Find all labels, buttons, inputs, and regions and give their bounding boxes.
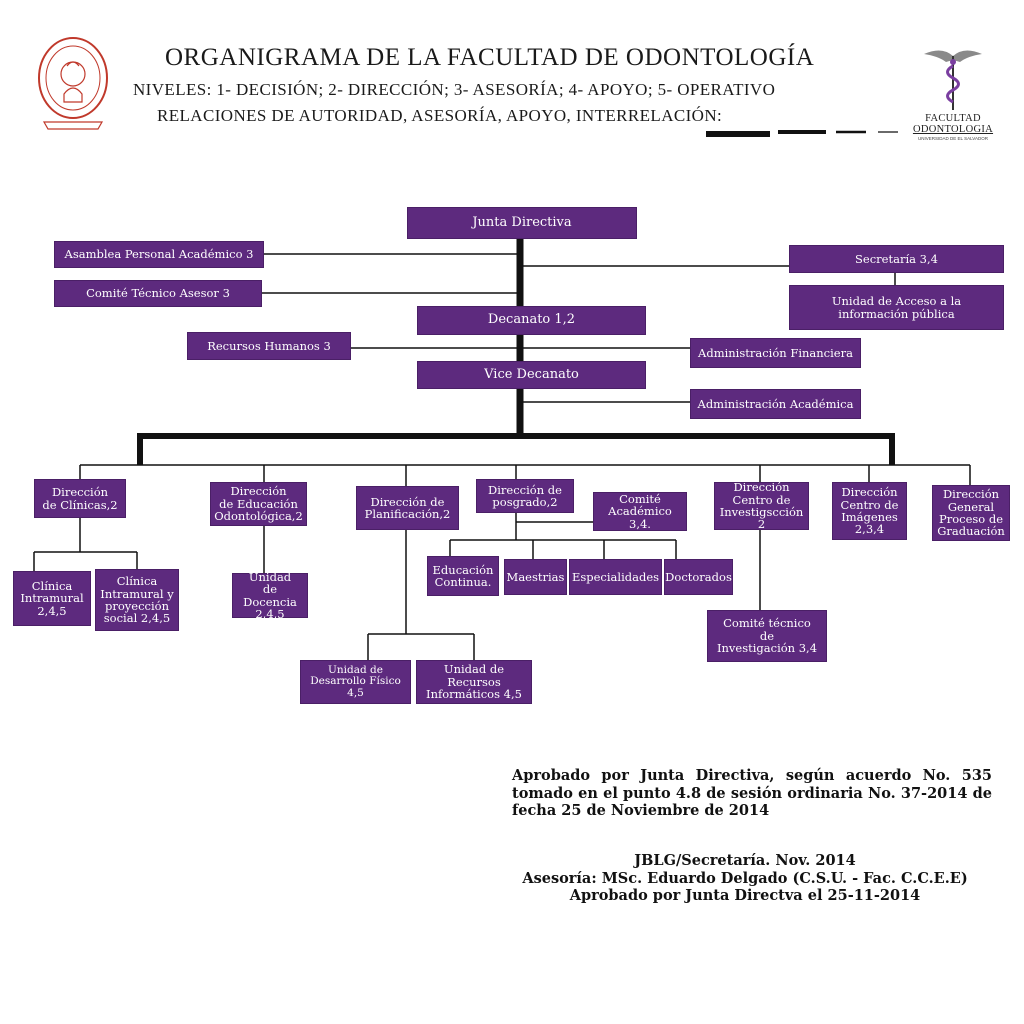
box-recursos-humanos: Recursos Humanos 3 — [187, 332, 351, 360]
box-direccion-clinicas: Dirección de Clínicas,2 — [34, 479, 126, 518]
faculty-logo-subtitle: UNIVERSIDAD DE EL SALVADOR — [918, 136, 988, 141]
approval-note: Aprobado por Junta Directiva, según acue… — [512, 767, 992, 820]
box-direccion-posgrado: Dirección de posgrado,2 — [476, 479, 574, 513]
box-decanato: Decanato 1,2 — [417, 306, 646, 335]
box-asamblea-personal-academico: Asamblea Personal Académico 3 — [54, 241, 264, 268]
faculty-logo-text: FACULTAD ODONTOLOGIA — [912, 113, 994, 135]
box-vice-decanato: Vice Decanato — [417, 361, 646, 389]
relations-legend: RELACIONES DE AUTORIDAD, ASESORÍA, APOYO… — [157, 106, 723, 125]
box-junta-directiva: Junta Directiva — [407, 207, 637, 239]
caduceus-icon — [924, 50, 982, 110]
box-secretaria: Secretaría 3,4 — [789, 245, 1004, 273]
box-comite-tecnico-asesor: Comité Técnico Asesor 3 — [54, 280, 262, 307]
box-clinica-intramural: Clínica Intramural 2,4,5 — [13, 571, 91, 626]
box-unidad-docencia: Unidad de Docencia 2,4,5 — [232, 571, 308, 620]
box-unidad-acceso-informacion: Unidad de Acceso a la información públic… — [789, 285, 1004, 330]
box-especialidades: Especialidades — [569, 559, 662, 595]
box-administracion-academica: Administración Académica — [690, 389, 861, 419]
box-clinica-intramural-proyeccion-social: Clínica Intramural y proyección social 2… — [95, 569, 179, 631]
page-title: ORGANIGRAMA DE LA FACULTAD DE ODONTOLOGÍ… — [165, 44, 815, 71]
box-direccion-planificacion: Dirección de Planificación,2 — [356, 486, 459, 530]
box-direccion-centro-imagenes: Dirección Centro de Imágenes 2,3,4 — [832, 482, 907, 540]
box-direccion-proceso-graduacion: Dirección General Proceso de Graduación — [932, 485, 1010, 541]
box-unidad-recursos-informaticos: Unidad de Recursos Informáticos 4,5 — [416, 660, 532, 704]
relations-legend-lines — [706, 130, 898, 137]
box-educacion-continua: Educación Continua. — [427, 556, 499, 596]
box-administracion-financiera: Administración Financiera — [690, 338, 861, 368]
university-seal-logo — [36, 36, 110, 132]
asesoria-line: Asesoría: MSc. Eduardo Delgado (C.S.U. -… — [522, 869, 968, 887]
box-comite-academico: Comité Académico 3,4. — [593, 492, 687, 531]
footer-notes: JBLG/Secretaría. Nov. 2014 Asesoría: MSc… — [505, 852, 985, 905]
faculty-logo: FACULTAD ODONTOLOGIA UNIVERSIDAD DE EL S… — [912, 44, 994, 154]
box-direccion-educacion-odontologica: Dirección de Educación Odontológica,2 — [210, 482, 307, 526]
approved-date-line: Aprobado por Junta Directva el 25-11-201… — [569, 887, 921, 905]
box-maestrias: Maestrias — [504, 559, 567, 595]
box-direccion-centro-investigacion: Dirección Centro de Investigscción 2 — [714, 481, 809, 531]
box-doctorados: Doctorados — [664, 559, 733, 595]
reference-line: JBLG/Secretaría. Nov. 2014 — [634, 852, 856, 869]
box-comite-tecnico-investigacion: Comité técnico de Investigación 3,4 — [707, 610, 827, 662]
box-unidad-desarrollo-fisico: Unidad de Desarrollo Físico 4,5 — [300, 660, 411, 704]
levels-legend: NIVELES: 1- DECISIÓN; 2- DIRECCIÓN; 3- A… — [133, 80, 776, 99]
